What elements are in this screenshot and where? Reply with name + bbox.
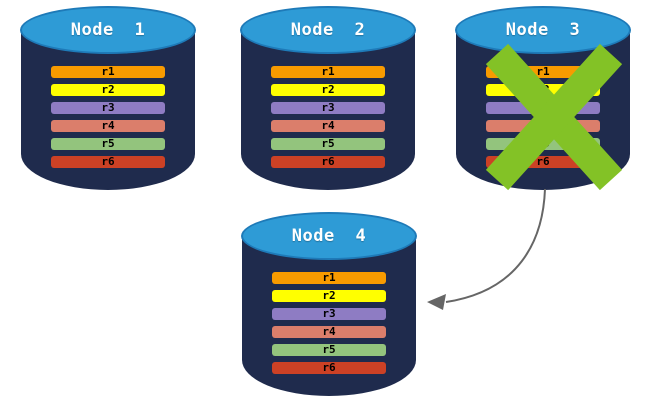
node-3-cylinder-top: Node 3 [455, 6, 631, 54]
replica-bar: r6 [272, 362, 386, 374]
replica-bar: r6 [271, 156, 385, 168]
replica-bar: r6 [486, 156, 600, 168]
replica-bar: r1 [271, 66, 385, 78]
replica-bar: r3 [271, 102, 385, 114]
replica-bar: r2 [486, 84, 600, 96]
node-1-replica-list: r1 r2 r3 r4 r5 r6 [51, 66, 165, 168]
replica-bar: r3 [272, 308, 386, 320]
replica-bar: r2 [51, 84, 165, 96]
node-1: r1 r2 r3 r4 r5 r6 Node 1 [20, 6, 196, 194]
replica-bar: r1 [51, 66, 165, 78]
replica-bar: r2 [272, 290, 386, 302]
node-2-replica-list: r1 r2 r3 r4 r5 r6 [271, 66, 385, 168]
replica-bar: r3 [51, 102, 165, 114]
replica-bar: r5 [272, 344, 386, 356]
node-4-replica-list: r1 r2 r3 r4 r5 r6 [272, 272, 386, 374]
node-4-cylinder-top: Node 4 [241, 212, 417, 260]
replica-bar: r5 [51, 138, 165, 150]
replica-bar: r4 [486, 120, 600, 132]
node-4: r1 r2 r3 r4 r5 r6 Node 4 [241, 212, 417, 400]
replica-bar: r1 [486, 66, 600, 78]
node-1-cylinder-top: Node 1 [20, 6, 196, 54]
replica-bar: r1 [272, 272, 386, 284]
replica-bar: r4 [51, 120, 165, 132]
node-2: r1 r2 r3 r4 r5 r6 Node 2 [240, 6, 416, 194]
node-3-replica-list: r1 r2 r3 r4 r5 r6 [486, 66, 600, 168]
replica-bar: r5 [486, 138, 600, 150]
replica-bar: r3 [486, 102, 600, 114]
node-4-label: Node 4 [291, 226, 367, 246]
node-1-label: Node 1 [70, 20, 146, 40]
node-3: r1 r2 r3 r4 r5 r6 Node 3 [455, 6, 631, 194]
node-2-label: Node 2 [290, 20, 366, 40]
node-3-label: Node 3 [505, 20, 581, 40]
node-2-cylinder-top: Node 2 [240, 6, 416, 54]
replica-bar: r5 [271, 138, 385, 150]
replica-bar: r4 [271, 120, 385, 132]
replica-bar: r6 [51, 156, 165, 168]
replica-bar: r2 [271, 84, 385, 96]
replica-bar: r4 [272, 326, 386, 338]
